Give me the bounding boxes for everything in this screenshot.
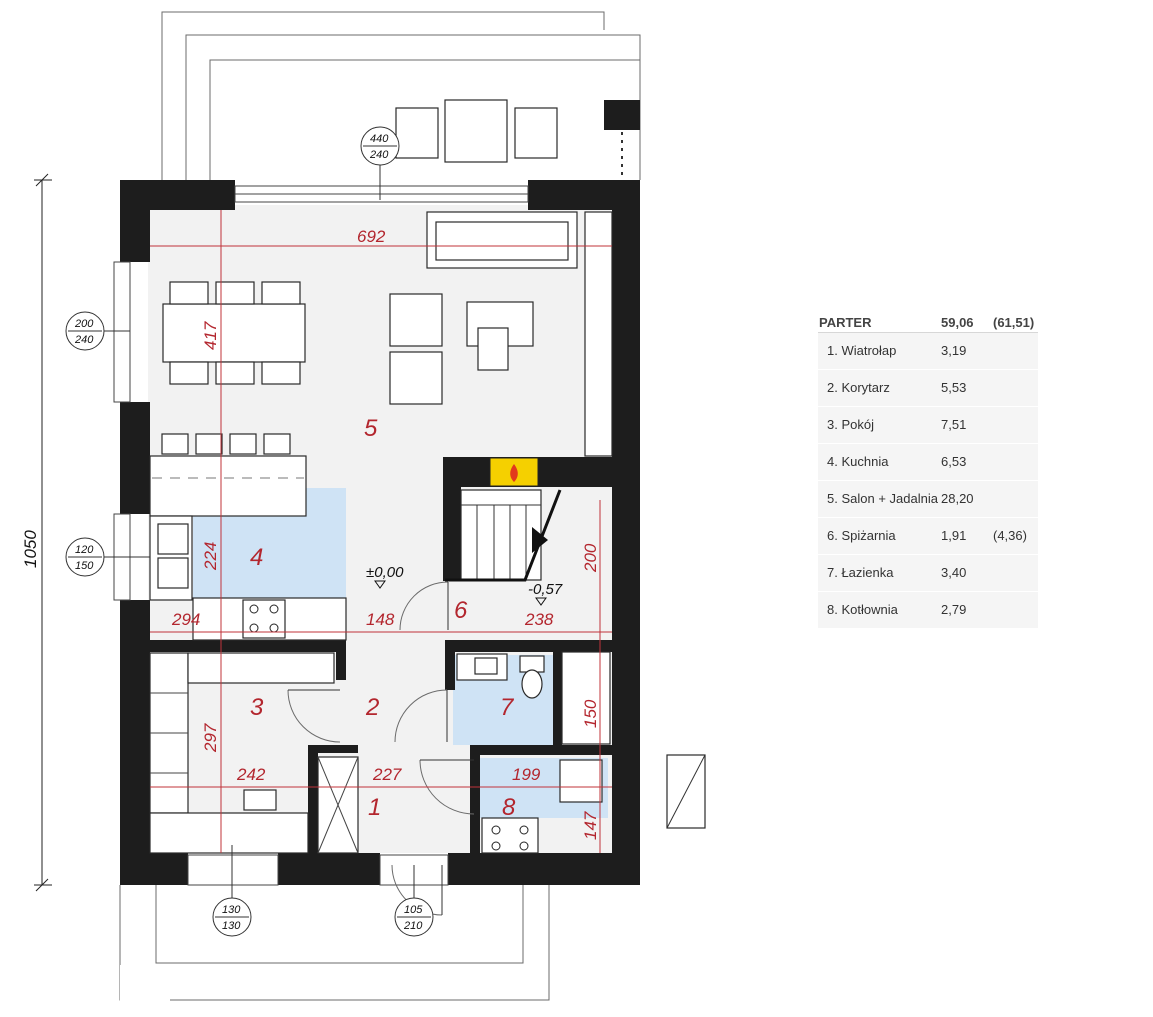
dim-kitchen-width: 294 xyxy=(171,610,200,629)
dim-hall-width: 148 xyxy=(366,610,395,629)
room-name: 7. Łazienka xyxy=(827,565,894,580)
dimension-lines xyxy=(34,173,612,892)
svg-text:105: 105 xyxy=(404,904,423,916)
svg-text:440: 440 xyxy=(370,133,389,145)
dim-boiler-depth: 147 xyxy=(581,811,600,840)
room-name: 4. Kuchnia xyxy=(827,454,889,469)
room-area: 5,53 xyxy=(941,380,967,395)
dim-room3-depth: 297 xyxy=(201,723,220,753)
area-net: 59,06 xyxy=(941,314,974,330)
table-row: 7. Łazienka 3,40 xyxy=(818,555,1038,592)
dim-kitchen-depth: 224 xyxy=(201,542,220,571)
svg-text:240: 240 xyxy=(369,149,389,161)
room-name: 1. Wiatrołap xyxy=(827,343,897,358)
dim-dining-length: 417 xyxy=(201,321,220,350)
table-row: 5. Salon + Jadalnia 28,20 xyxy=(818,481,1038,518)
room-area: 3,19 xyxy=(941,343,967,358)
room-number-7: 7 xyxy=(500,694,515,721)
room-number-6: 6 xyxy=(454,597,468,624)
room-area: 1,91 xyxy=(941,528,967,543)
room-number-2: 2 xyxy=(365,694,379,721)
dim-stair-width: 238 xyxy=(524,610,554,629)
dim-vestibule-width: 227 xyxy=(372,765,402,784)
svg-text:150: 150 xyxy=(75,560,94,572)
dim-bath-depth: 150 xyxy=(581,699,600,728)
svg-text:240: 240 xyxy=(74,334,94,346)
table-row: 3. Pokój 7,51 xyxy=(818,407,1038,444)
room-area: 6,53 xyxy=(941,454,967,469)
level-ground: ±0,00 xyxy=(366,564,404,581)
floor-label: PARTER xyxy=(819,314,872,330)
room-name: 2. Korytarz xyxy=(827,380,890,395)
table-row: 4. Kuchnia 6,53 xyxy=(818,444,1038,481)
dim-stair-depth: 200 xyxy=(581,543,600,573)
dim-overall: 1050 xyxy=(21,530,40,568)
room-number-5: 5 xyxy=(364,415,378,442)
windows xyxy=(113,185,529,886)
room-area: 2,79 xyxy=(941,602,967,617)
opening-tag-west-window-kitchen: 120 150 xyxy=(65,537,150,577)
dim-room3-width: 242 xyxy=(236,765,266,784)
svg-text:130: 130 xyxy=(222,920,241,932)
svg-text:210: 210 xyxy=(403,920,423,932)
level-stair-low: -0,57 xyxy=(528,581,563,598)
svg-text:130: 130 xyxy=(222,904,241,916)
room-name: 3. Pokój xyxy=(827,417,874,432)
room-number-4: 4 xyxy=(250,544,263,571)
area-gross: (61,51) xyxy=(993,314,1035,330)
opening-tag-entrance-door: 105 210 xyxy=(394,865,434,937)
table-row: 1. Wiatrołap 3,19 xyxy=(818,333,1038,370)
room-name: 5. Salon + Jadalnia xyxy=(827,491,938,506)
room-number-1: 1 xyxy=(368,794,381,821)
room-number-3: 3 xyxy=(250,694,264,721)
table-row: 8. Kotłownia 2,79 xyxy=(818,592,1038,629)
dim-living-width: 692 xyxy=(357,227,386,246)
room-area: 28,20 xyxy=(941,491,974,506)
room-area-table: PARTER 59,06 (61,51) 1. Wiatrołap 3,19 2… xyxy=(818,312,1038,629)
room-area: 7,51 xyxy=(941,417,967,432)
dim-boiler-width: 199 xyxy=(512,765,541,784)
terrace-outlines xyxy=(119,11,641,1005)
svg-text:120: 120 xyxy=(75,544,94,556)
svg-text:200: 200 xyxy=(74,318,94,330)
table-row: 2. Korytarz 5,53 xyxy=(818,370,1038,407)
walls xyxy=(120,180,640,885)
room-extra: (4,36) xyxy=(993,528,1027,543)
room-name: 6. Spiżarnia xyxy=(827,528,896,543)
opening-tag-terrace-door: 440 240 xyxy=(360,126,400,200)
table-row: 6. Spiżarnia 1,91 (4,36) xyxy=(818,518,1038,555)
opening-tag-south-window: 130 130 xyxy=(212,845,252,937)
room-table-header: PARTER 59,06 (61,51) xyxy=(818,312,1038,333)
room-area: 3,40 xyxy=(941,565,967,580)
staircase xyxy=(445,489,562,582)
room-number-8: 8 xyxy=(502,794,516,821)
room-name: 8. Kotłownia xyxy=(827,602,898,617)
opening-tag-west-window-top: 200 240 xyxy=(65,311,130,351)
